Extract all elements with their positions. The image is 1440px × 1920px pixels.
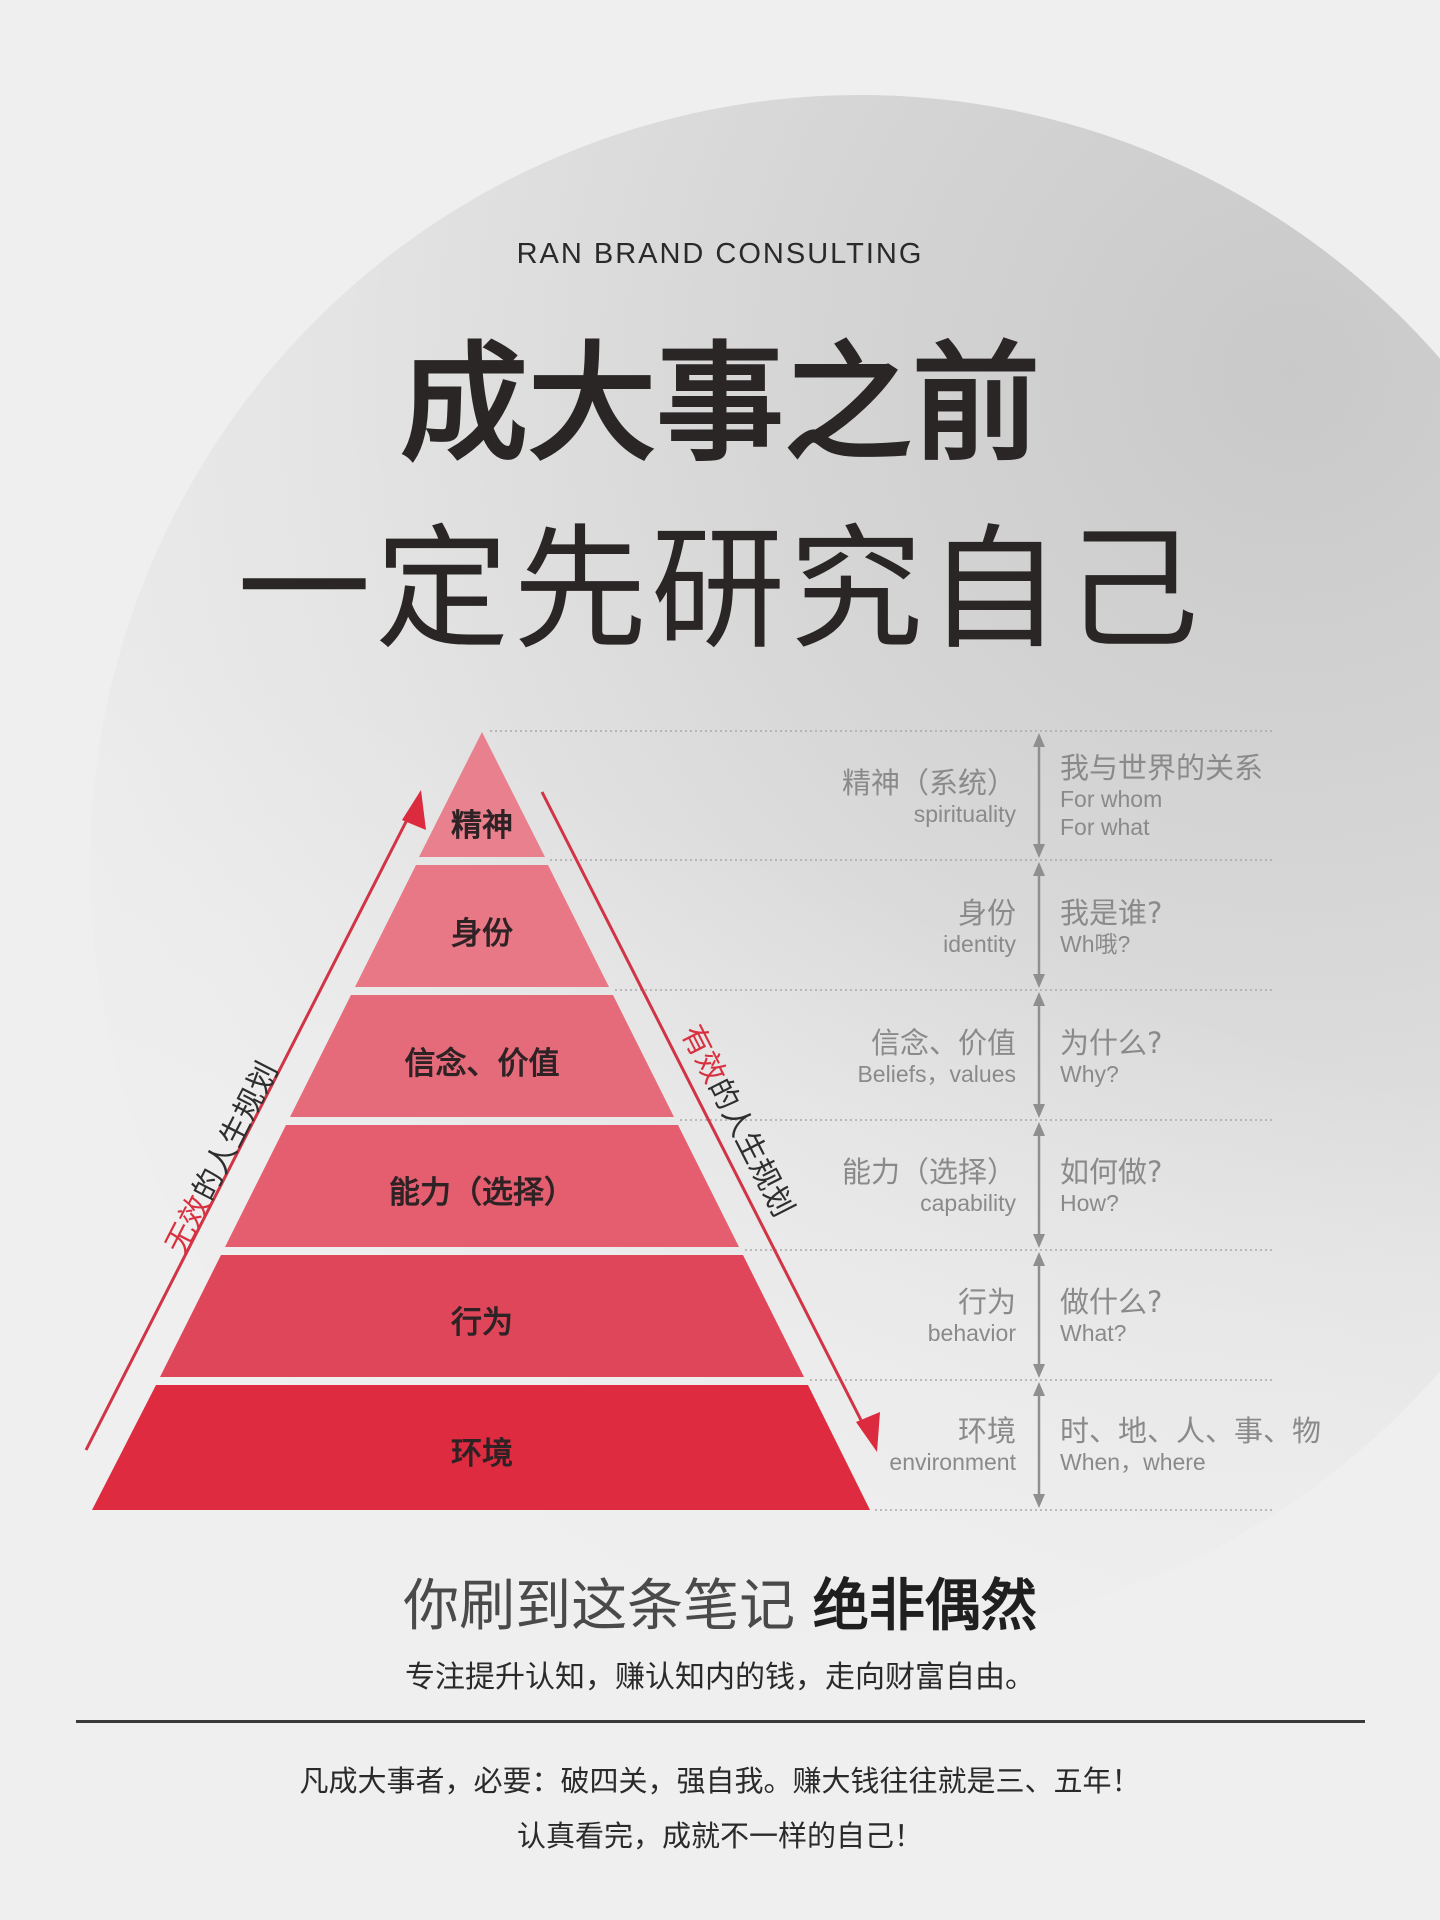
- ineffective-arrow: [84, 790, 426, 1451]
- level-6-name: 环境 environment: [889, 1414, 1016, 1475]
- tier-5-shape: [160, 1255, 804, 1377]
- tier-6-shape: [92, 1385, 870, 1510]
- arrow-down-head: [856, 1412, 880, 1452]
- tier-label-identity: 身份: [451, 916, 513, 952]
- title-line-2: 一定先研究自己: [236, 512, 1203, 668]
- divider: [76, 1720, 1365, 1723]
- level-4-question: 如何做? How?: [1060, 1155, 1163, 1216]
- arrow-up-head: [402, 790, 426, 830]
- level-1-name: 精神（系统） spirituality: [841, 766, 1016, 827]
- level-2-question: 我是谁? Wh哦?: [1060, 896, 1163, 957]
- level-separators: [490, 730, 1272, 1511]
- effective-arrow: [540, 791, 880, 1452]
- tier-label-capability: 能力（选择）: [389, 1175, 575, 1211]
- level-3-question: 为什么? Why?: [1060, 1026, 1163, 1087]
- tier-1-shape: [419, 732, 545, 857]
- footer-line-2: 认真看完，成就不一样的自己！: [516, 1819, 923, 1853]
- level-6-question: 时、地、人、事、物 When，where: [1060, 1414, 1322, 1475]
- footer-line-1: 凡成大事者，必要：破四关，强自我。赚大钱往往就是三、五年！: [299, 1764, 1141, 1798]
- brand-name: RAN BRAND CONSULTING: [516, 238, 924, 270]
- level-5-name: 行为 behavior: [927, 1285, 1016, 1346]
- level-2-name: 身份 identity: [943, 896, 1016, 957]
- tier-3-shape: [290, 995, 674, 1117]
- tier-label-spirituality: 精神: [451, 808, 513, 844]
- level-5-question: 做什么? What?: [1060, 1285, 1163, 1346]
- level-4-name: 能力（选择） capability: [841, 1155, 1016, 1216]
- tier-label-behavior: 行为: [451, 1305, 513, 1341]
- tagline-bold: 绝非偶然: [812, 1574, 1037, 1639]
- tier-label-environment: 环境: [451, 1436, 513, 1472]
- level-3-name: 信念、价值 Beliefs，values: [857, 1026, 1016, 1087]
- tier-2-shape: [355, 865, 609, 987]
- level-1-question: 我与世界的关系 For whom For what: [1060, 751, 1264, 840]
- tagline-subtext: 专注提升认知，赚认知内的钱，走向财富自由。: [405, 1660, 1035, 1695]
- title-line-1: 成大事之前: [399, 330, 1040, 479]
- tagline: 你刷到这条笔记 绝非偶然: [0, 1572, 1440, 1642]
- tier-label-beliefs: 信念、价值: [404, 1046, 560, 1082]
- tier-4-shape: [225, 1125, 739, 1247]
- tagline-light: 你刷到这条笔记: [403, 1574, 796, 1639]
